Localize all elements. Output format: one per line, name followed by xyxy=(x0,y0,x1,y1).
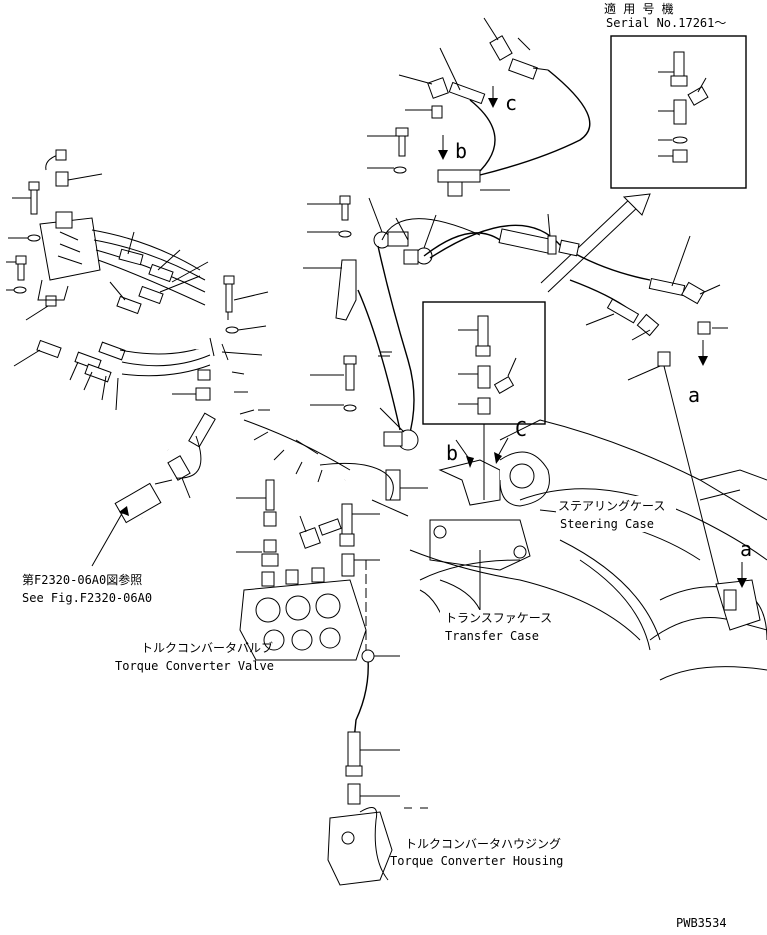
steering-case-body xyxy=(499,451,550,507)
elbow-fitting-a xyxy=(681,281,705,305)
hose-end-b xyxy=(448,81,486,105)
hose-sleeve xyxy=(498,228,552,254)
applicable-title: 適 用 号 機 xyxy=(604,1,674,16)
serial-label: Serial No.17261～ xyxy=(606,16,726,30)
bracket-assembly xyxy=(303,197,501,451)
bolt-center-1 xyxy=(398,135,406,157)
letter-b-case: b xyxy=(446,441,458,465)
tc-valve-assembly xyxy=(236,479,428,886)
transfer-case-en: Transfer Case xyxy=(445,629,539,643)
main-harness xyxy=(194,337,409,517)
left-manifold xyxy=(39,217,101,281)
hose-a xyxy=(429,224,651,281)
serial-inset xyxy=(610,35,747,189)
inset-nut xyxy=(672,149,688,163)
tc-hose-lower xyxy=(347,731,361,767)
tc-housing-jp: トルクコンバータハウジング xyxy=(405,837,561,851)
serial-inset-frame xyxy=(610,35,747,189)
left-bolt-1 xyxy=(30,189,38,215)
elbow-fitting-b xyxy=(427,77,449,99)
left-valve-assembly xyxy=(6,149,269,411)
hose-group-top xyxy=(398,17,591,197)
steering-case-en: Steering Case xyxy=(560,517,654,531)
letter-c-top: c xyxy=(505,91,517,115)
hose-c xyxy=(479,69,591,176)
left-sensor xyxy=(55,171,69,187)
hose-end-top xyxy=(508,58,538,80)
transfer-case-jp: トランスファケース xyxy=(445,611,552,625)
nut-a xyxy=(697,321,711,335)
letter-c-case: C xyxy=(515,417,527,441)
fitting-inset xyxy=(422,301,546,470)
letter-a-right: a xyxy=(688,383,700,407)
letter-a-case: a xyxy=(740,537,752,561)
see-fig-en: See Fig.F2320-06A0 xyxy=(22,591,152,605)
drawing-code: PWB3534 xyxy=(676,916,727,930)
bolt-center-3 xyxy=(345,363,355,391)
bolt-center-2 xyxy=(341,203,349,221)
steering-case-jp: ステアリングケース xyxy=(558,499,665,513)
mount-bracket xyxy=(335,259,357,321)
inset-arrow xyxy=(540,193,651,293)
center-lower-bolts xyxy=(310,355,428,501)
inset-bolt xyxy=(673,51,685,77)
left-pipe xyxy=(91,412,216,567)
tc-housing-en: Torque Converter Housing xyxy=(390,854,563,868)
transfer-case-body xyxy=(429,519,531,571)
tc-valve-jp: トルクコンバータバルブ xyxy=(141,640,273,655)
letter-b-top: b xyxy=(455,139,467,163)
hose-b xyxy=(469,99,496,181)
inset-o-ring xyxy=(672,136,688,144)
left-bolt-2 xyxy=(225,283,233,313)
center-bolts xyxy=(307,127,409,238)
tc-valve-en: Torque Converter Valve xyxy=(115,659,274,673)
case-bracket xyxy=(438,459,501,506)
inset-fitting xyxy=(673,99,687,125)
hose-end-left xyxy=(188,412,216,448)
tc-valve-body xyxy=(239,579,367,661)
elbow-fitting-top xyxy=(489,35,513,61)
ref-leader xyxy=(91,509,125,567)
tc-housing xyxy=(327,811,393,886)
hose-clamp xyxy=(437,169,481,183)
see-fig-jp: 第F2320-06A0図参照 xyxy=(22,572,142,587)
hose-group-right xyxy=(429,213,728,591)
